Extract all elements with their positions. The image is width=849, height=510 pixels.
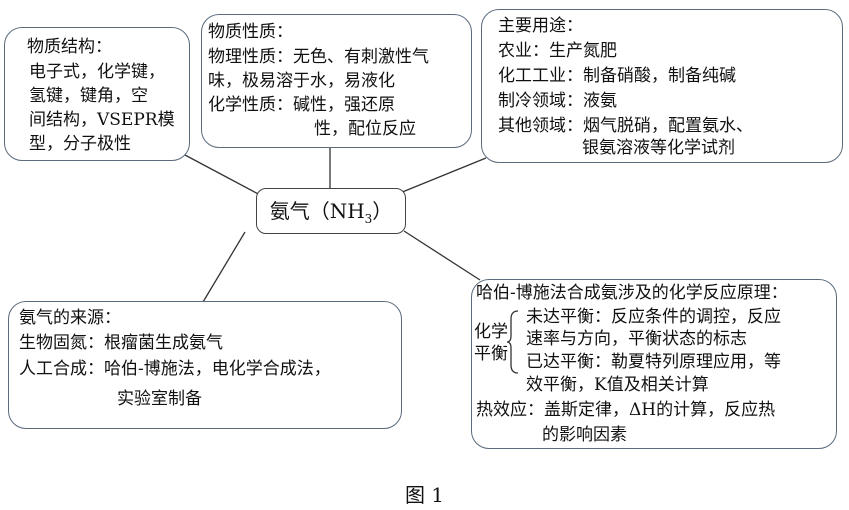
source-line-3: 实验室制备 <box>117 389 202 409</box>
properties-line-2: 味，极易溶于水，易液化 <box>208 71 395 91</box>
source-node: 氨气的来源： 生物固氮：根瘤菌生成氨气 人工合成：哈伯-博施法，电化学合成法， … <box>8 301 402 429</box>
figure-caption: 图 1 <box>404 483 445 507</box>
connector-source <box>202 231 246 303</box>
center-label-subscript: 3 <box>364 212 373 226</box>
haber-line-5: 热效应：盖斯定律，ΔH的计算，反应热 <box>476 400 776 420</box>
structure-line-2: 氢键，键角，空 <box>29 86 148 106</box>
connector-structure <box>184 154 263 197</box>
properties-line-3: 化学性质：碱性，强还原 <box>208 95 395 115</box>
source-title: 氨气的来源： <box>19 308 121 328</box>
structure-title: 物质结构： <box>27 37 112 57</box>
haber-line-4: 效平衡，K值及相关计算 <box>526 375 709 395</box>
uses-node: 主要用途： 农业：生产氮肥 化工工业：制备硝酸，制备纯碱 制冷领域：液氨 其他领… <box>481 9 843 163</box>
structure-line-3: 间结构，VSEPR模 <box>29 110 175 130</box>
uses-line-4: 其他领域：烟气脱硝，配置氨水、 <box>498 116 753 136</box>
equilibrium-brace <box>506 310 519 374</box>
haber-bosch-node: 哈伯-博施法合成氨涉及的化学反应原理： 化学 平衡 未达平衡：反应条件的调控，反… <box>471 279 837 449</box>
properties-line-1: 物理性质：无色、有刺激性气 <box>208 47 429 67</box>
source-line-1: 生物固氮：根瘤菌生成氨气 <box>19 333 223 353</box>
haber-line-6: 的影响因素 <box>542 425 627 445</box>
haber-line-2: 速率与方向，平衡状态的标志 <box>526 329 747 349</box>
source-line-2: 人工合成：哈伯-博施法，电化学合成法， <box>19 359 331 379</box>
haber-line-1: 未达平衡：反应条件的调控，反应 <box>526 307 781 327</box>
uses-line-1: 农业：生产氮肥 <box>498 41 617 61</box>
uses-line-3: 制冷领域：液氨 <box>498 91 617 111</box>
connector-haber <box>403 230 481 281</box>
haber-title: 哈伯-博施法合成氨涉及的化学反应原理： <box>476 283 788 303</box>
connector-uses <box>394 157 487 196</box>
center-label: 氨气（NH <box>269 199 365 223</box>
uses-title: 主要用途： <box>498 16 583 36</box>
structure-node: 物质结构： 电子式，化学键， 氢键，键角，空 间结构，VSEPR模 型，分子极性 <box>4 27 190 161</box>
haber-line-3: 已达平衡：勒夏特列原理应用，等 <box>526 352 781 372</box>
properties-line-4: 性，配位反应 <box>314 119 416 139</box>
properties-node: 物质性质： 物理性质：无色、有刺激性气 味，极易溶于水，易液化 化学性质：碱性，… <box>201 14 472 148</box>
uses-line-5: 银氨溶液等化学试剂 <box>582 138 735 158</box>
uses-line-2: 化工工业：制备硝酸，制备纯碱 <box>498 66 736 86</box>
center-node-ammonia: 氨气（NH3） <box>256 188 406 234</box>
properties-title: 物质性质： <box>208 22 293 42</box>
center-label-tail: ） <box>372 199 393 223</box>
equilibrium-label-1: 化学 <box>474 322 508 342</box>
structure-line-4: 型，分子极性 <box>29 134 131 154</box>
structure-line-1: 电子式，化学键， <box>29 62 165 82</box>
equilibrium-label-2: 平衡 <box>474 344 508 364</box>
